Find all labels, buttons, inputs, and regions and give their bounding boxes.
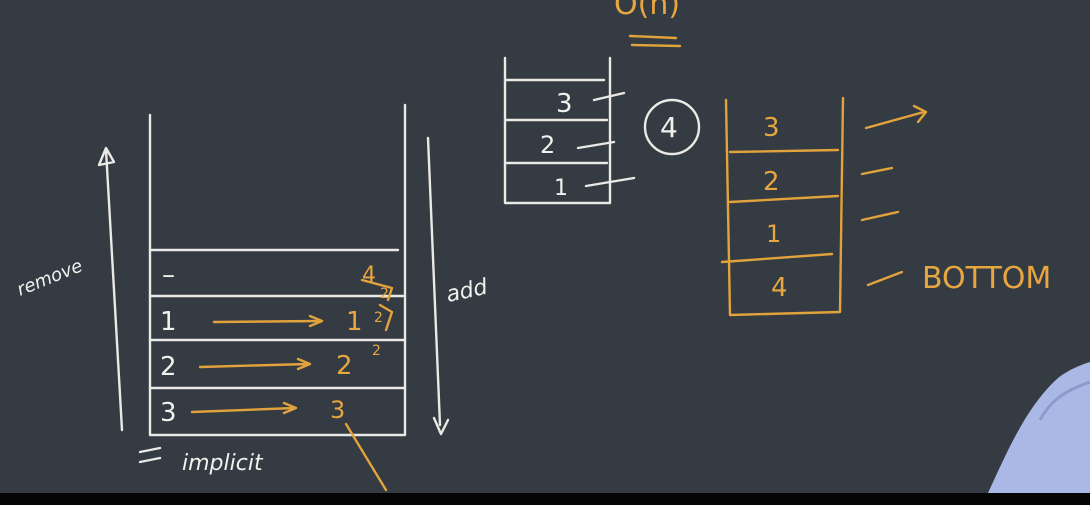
middle-stack-dividers	[503, 78, 609, 165]
complexity-text: O(n)	[614, 0, 680, 22]
bottom-label: BOTTOM	[922, 261, 1051, 296]
right-stack: 3 2 1 4 BOTTOM	[720, 96, 1051, 317]
remove-up-arrow	[97, 146, 124, 432]
middle-stack-ticks	[576, 91, 636, 188]
left-stack-row-right: 1	[346, 307, 363, 337]
annotation-mark: 2	[380, 286, 389, 302]
right-stack-ticks	[860, 166, 904, 287]
annotation-mark: 2	[372, 343, 381, 359]
curved-arrow	[360, 278, 394, 332]
right-stack-container	[724, 96, 845, 317]
left-stack-row-left: –	[162, 260, 175, 290]
whiteboard: O(n) – 1 2 3 4 1 2 3 2 2 2	[0, 0, 1090, 493]
approx-symbol	[138, 446, 162, 464]
left-stack-row-right: 3	[330, 396, 345, 424]
middle-stack-container	[503, 56, 612, 205]
middle-stack-row: 1	[554, 176, 568, 201]
right-stack-row: 4	[771, 273, 788, 303]
left-stack-row-left: 2	[160, 352, 177, 382]
complexity-annotation: O(n)	[614, 0, 682, 48]
middle-stack-row: 3	[556, 89, 573, 119]
left-stack-row-left: 1	[160, 307, 177, 337]
remove-label: remove	[14, 255, 86, 300]
annotation-mark: 2	[374, 310, 383, 326]
left-stack-row-left: 3	[160, 398, 177, 428]
right-stack-dividers	[720, 148, 840, 264]
pop-arrow	[864, 104, 928, 130]
bottom-bar	[0, 493, 1090, 505]
presenter	[988, 362, 1090, 493]
implicit-note: implicit	[182, 451, 264, 476]
add-label: add	[444, 275, 491, 308]
right-stack-row: 1	[766, 220, 781, 248]
move-arrow	[198, 357, 312, 371]
move-arrow	[212, 314, 324, 328]
middle-stack-row: 2	[540, 131, 555, 159]
complexity-underline	[628, 34, 682, 48]
right-stack-row: 3	[763, 113, 780, 143]
add-down-arrow	[426, 136, 450, 436]
left-stack-container	[148, 103, 407, 437]
circled-value: 4	[660, 111, 678, 144]
circled-value-ring	[643, 98, 701, 156]
left-stack-row-right: 2	[336, 351, 353, 381]
middle-stack: 3 2 1 4	[503, 56, 701, 205]
left-stack: – 1 2 3 4 1 2 3 2 2 2 remove	[14, 103, 491, 492]
drawing-canvas: O(n) – 1 2 3 4 1 2 3 2 2 2	[14, 0, 1090, 493]
move-arrow	[190, 401, 298, 415]
exit-arrow	[344, 422, 388, 492]
right-stack-row: 2	[763, 167, 780, 197]
